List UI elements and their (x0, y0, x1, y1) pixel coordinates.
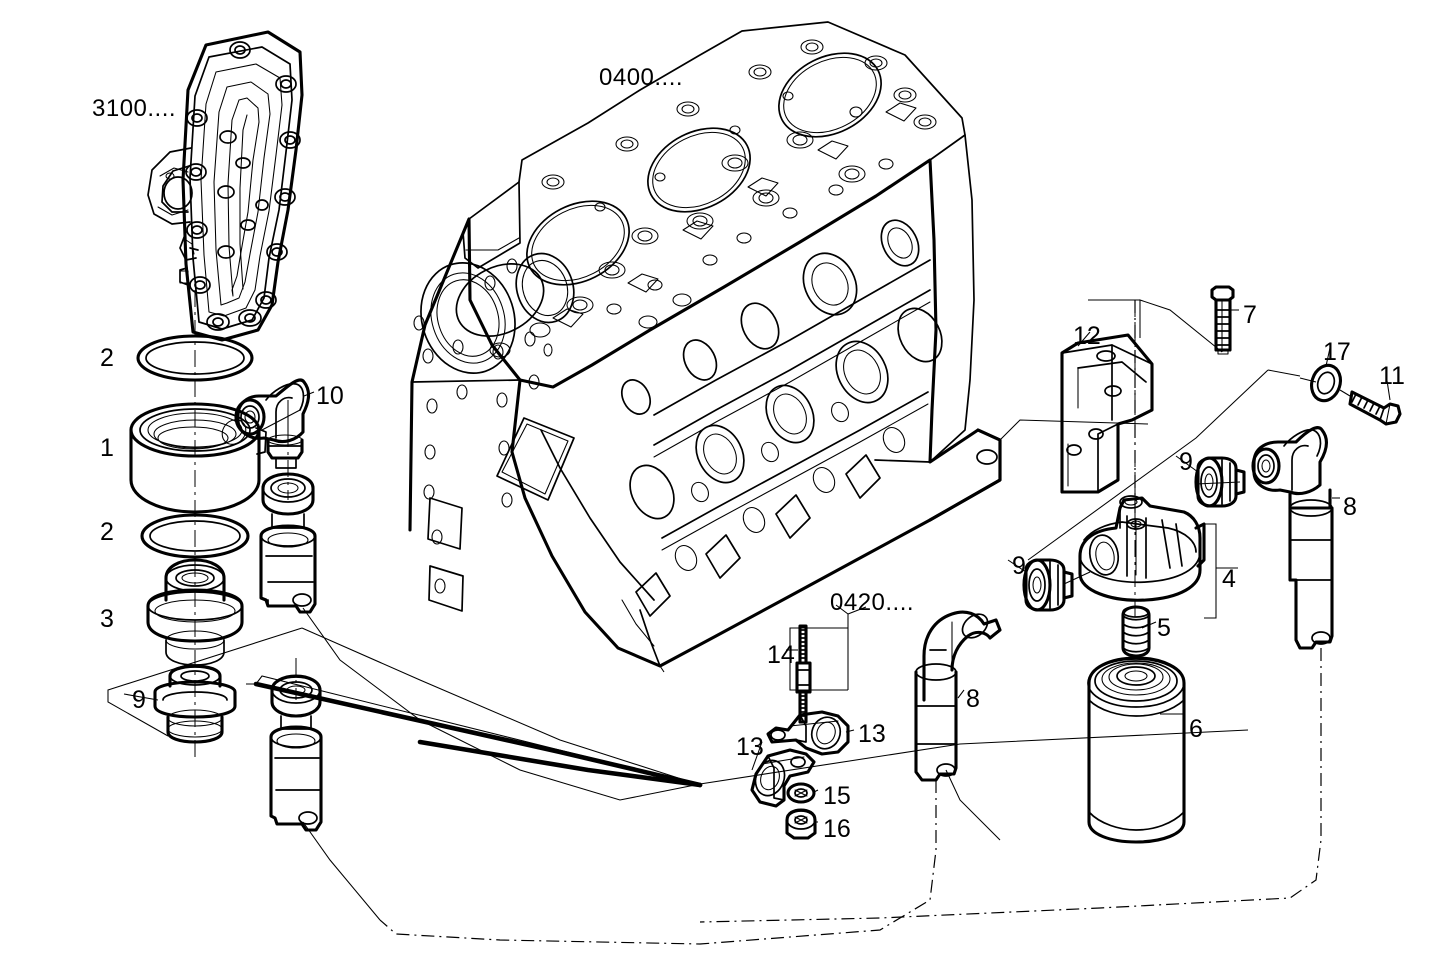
filter-spring-5 (1121, 605, 1151, 658)
pipe-clamp-upper-13 (766, 710, 850, 756)
oil-cooler-core-3100 (147, 30, 304, 342)
oring-lower (140, 513, 250, 559)
mounting-bracket-12 (1060, 333, 1154, 494)
callout-5: 5 (1157, 614, 1171, 642)
callout-9-right: 9 (1179, 448, 1193, 476)
oil-filter-6 (1087, 656, 1186, 844)
callout-14: 14 (767, 641, 795, 669)
cylinder-block-0400 (408, 21, 1002, 668)
callout-2-lower: 2 (100, 518, 114, 546)
callout-11: 11 (1379, 362, 1405, 390)
callout-9-head: 9 (1012, 552, 1026, 580)
callout-15: 15 (823, 782, 851, 810)
washer-15 (786, 782, 816, 804)
hex-nut-16 (785, 808, 817, 840)
oil-filter-head-4 (1078, 300, 1206, 620)
callout-10: 10 (316, 382, 344, 410)
hose-tube-upper-left (259, 472, 317, 614)
callout-3: 3 (100, 605, 114, 633)
hose-elbow-center (914, 610, 1002, 782)
threaded-stud-14 (795, 624, 812, 724)
union-nipple-left (153, 664, 237, 744)
group-label-0420: 0420.... (830, 589, 915, 616)
elbow-10-assembly (234, 378, 317, 614)
sealing-ring-17 (1310, 363, 1342, 403)
callout-6: 6 (1189, 715, 1203, 743)
callout-8-center: 8 (966, 685, 980, 713)
oring-upper (136, 334, 254, 382)
oil-cooler-stack-left (129, 290, 267, 760)
callout-13-lower: 13 (736, 733, 764, 761)
elbow-fitting-10 (234, 378, 311, 469)
callout-17: 17 (1323, 338, 1351, 366)
pipe-clamp-lower-13 (750, 748, 816, 808)
banjo-bolt-11 (1348, 390, 1402, 426)
bolt-7 (1210, 285, 1235, 355)
union-nipple-head-left (1022, 558, 1074, 612)
hose-tube-lower-left (269, 658, 323, 832)
hose-elbow-right (1251, 426, 1334, 650)
callout-1: 1 (100, 434, 114, 462)
callout-8-right: 8 (1343, 493, 1357, 521)
group-label-3100: 3100.... (92, 95, 177, 122)
callout-16: 16 (823, 815, 851, 843)
callout-4: 4 (1222, 565, 1236, 593)
callout-9-left: 9 (132, 686, 146, 714)
callout-12: 12 (1073, 322, 1101, 350)
leader-lines (107, 299, 1391, 945)
callout-2-upper: 2 (100, 344, 114, 372)
callout-13-upper: 13 (858, 720, 886, 748)
thermostat-insert (146, 558, 244, 666)
group-label-0400: 0400.... (599, 64, 684, 91)
callout-7: 7 (1243, 301, 1257, 329)
union-nipple-right-upper (1194, 456, 1246, 508)
